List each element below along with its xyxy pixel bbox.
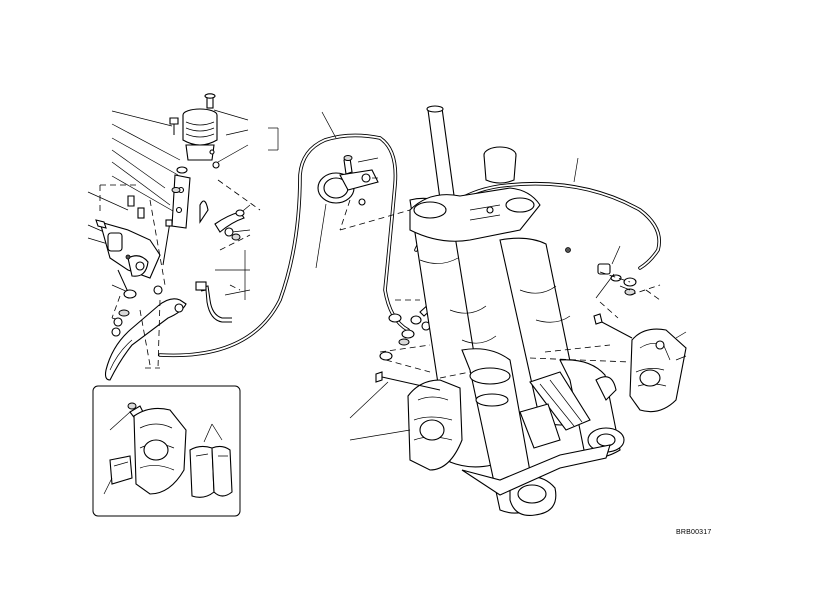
drawing-code-label: BRB00317: [676, 529, 712, 536]
fender-bracket: [461, 371, 611, 496]
fork-triple-clamp: [409, 187, 541, 242]
brake-hose-left-run: [158, 111, 410, 358]
reservoir-bracket: [162, 166, 209, 266]
brake-lever: [104, 285, 187, 381]
caliper-right: [529, 245, 687, 413]
brake-fluid-reservoir: [169, 93, 220, 169]
front-fork-left-leg: [409, 105, 557, 516]
brake-pad-inset: [92, 385, 241, 517]
master-cylinder-body: [95, 195, 161, 293]
caliper-left: [349, 359, 471, 471]
dashed-assembly-lines-left: [99, 179, 261, 369]
brake-light-switch: [195, 281, 232, 323]
hose-clamp: [315, 155, 411, 269]
reservoir-hose-fitting: [214, 209, 245, 241]
